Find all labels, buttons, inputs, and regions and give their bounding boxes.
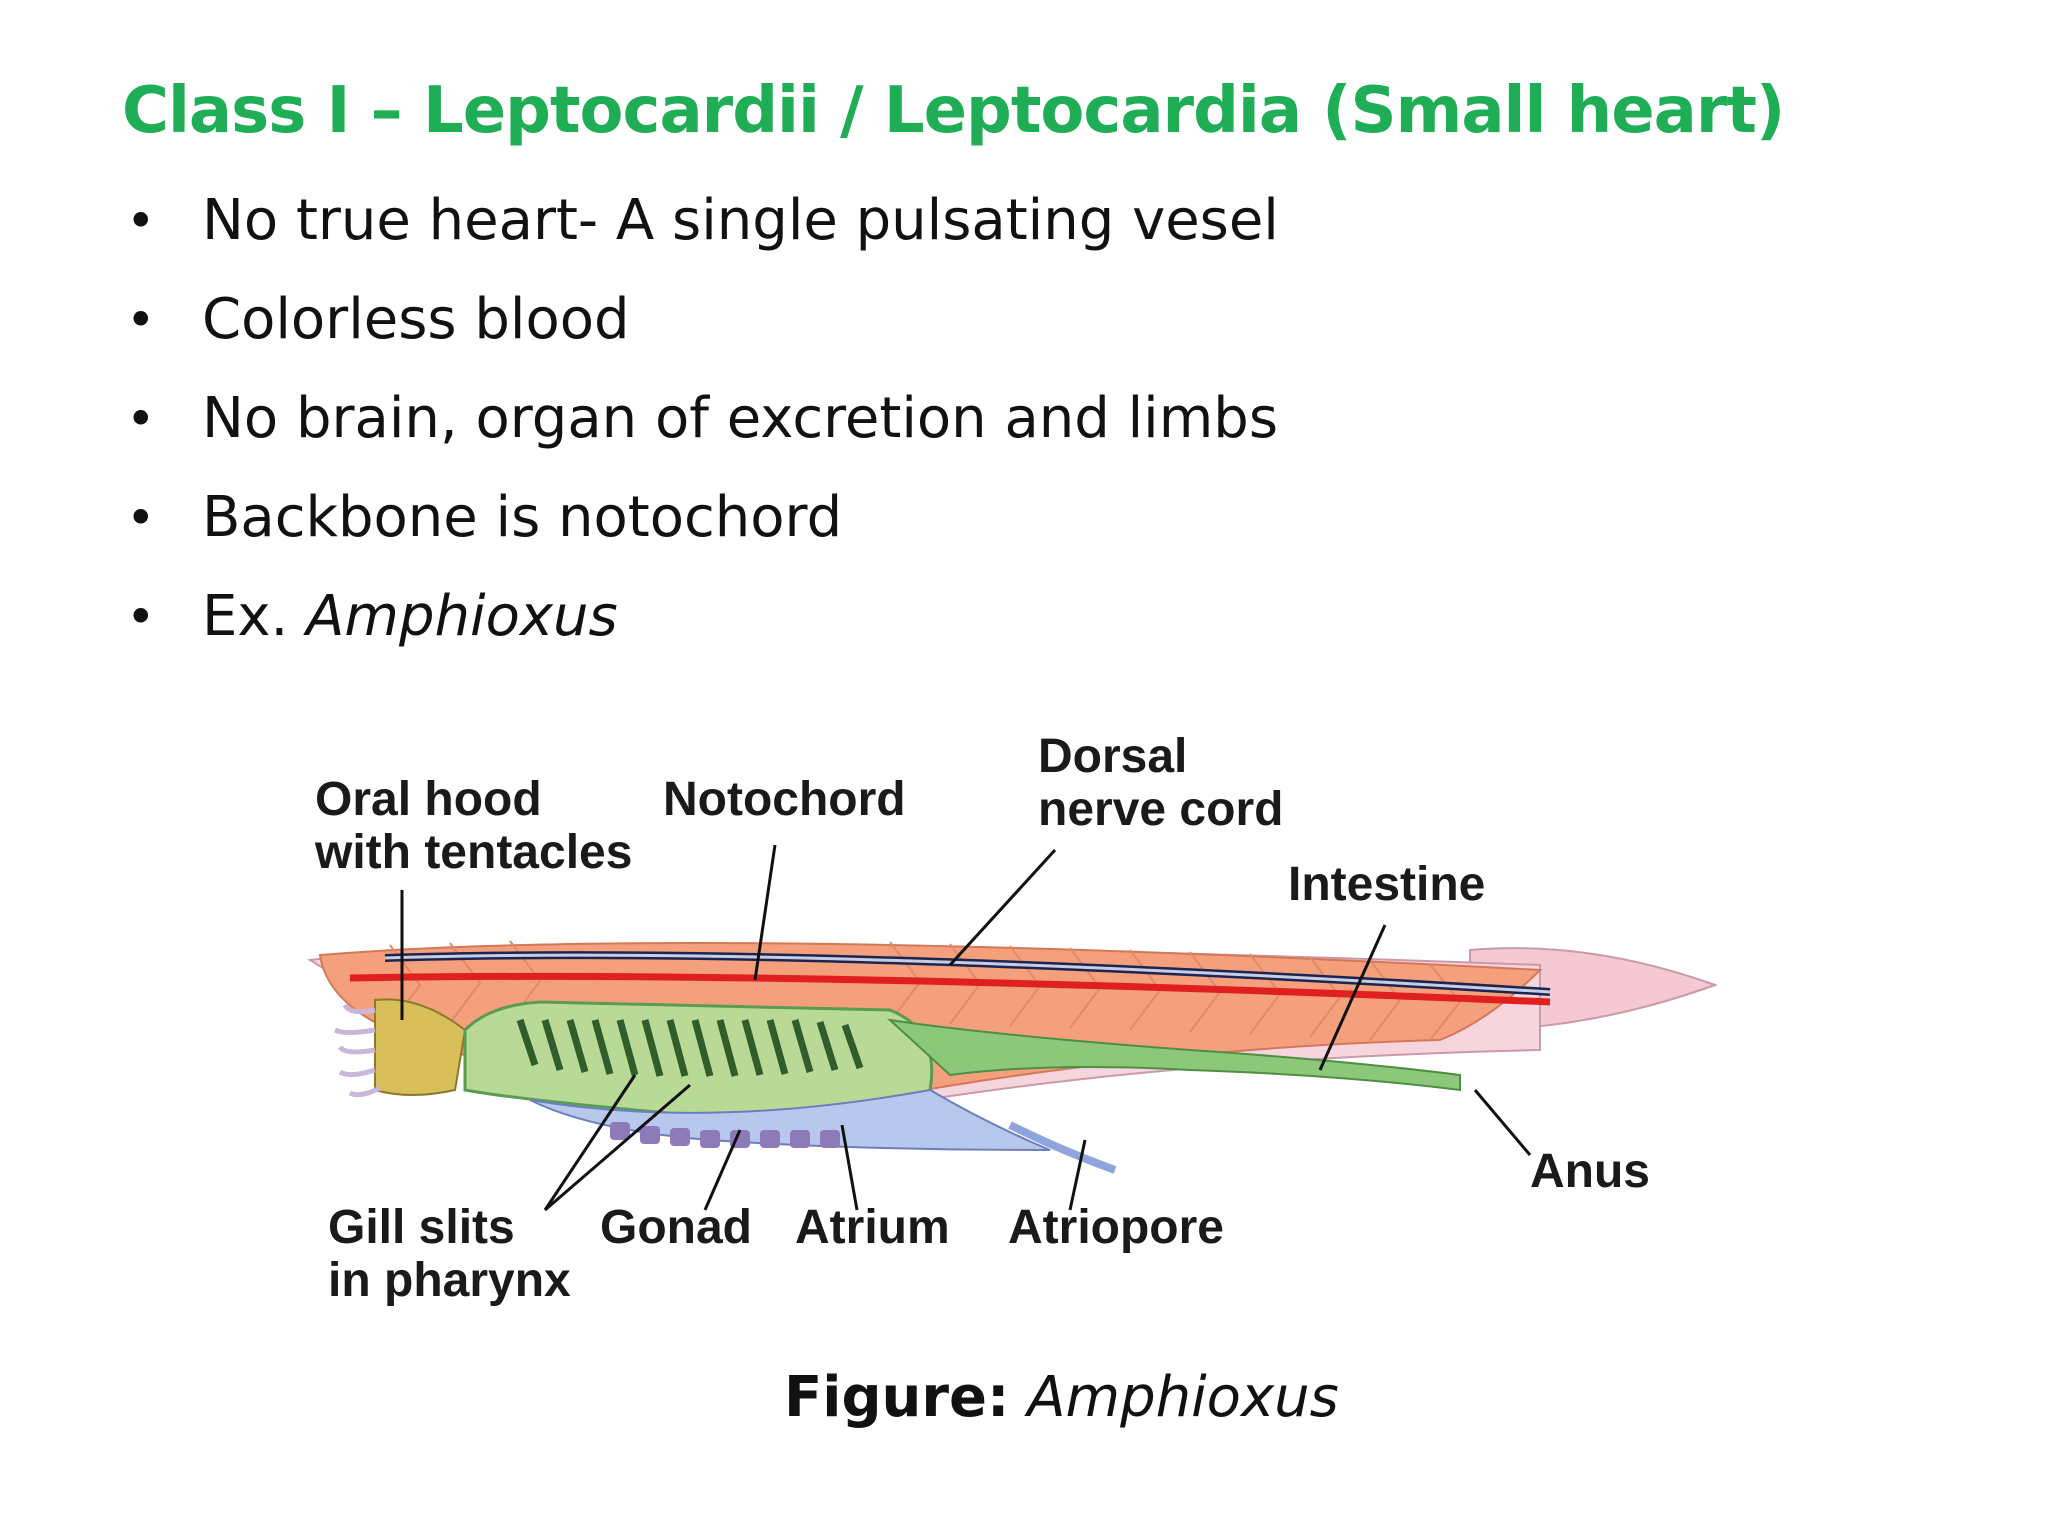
label-notochord: Notochord [663,773,906,826]
gill-slits [516,1018,864,1077]
bullet-item: • Ex. Amphioxus [122,582,1279,681]
bullet-item: • Colorless blood [122,285,1279,384]
intestine [886,1018,1461,1092]
label-anus: Anus [1530,1145,1650,1198]
amphioxus-diagram: Oral hood with tentacles Notochord Dorsa… [306,730,1718,1307]
caption-prefix: Figure: [784,1365,1010,1430]
bullet-text: No brain, organ of excretion and limbs [202,386,1279,451]
bullet-list: • No true heart- A single pulsating vesel… [122,186,1279,681]
bullet-item: • No brain, organ of excretion and limbs [122,384,1279,483]
bullet-dot-icon: • [126,489,156,547]
caption-species: Amphioxus [1027,1365,1339,1430]
bullet-item: • Backbone is notochord [122,483,1279,582]
notochord [349,972,1551,1006]
bullet-dot-icon: • [126,588,156,646]
bullet-text: Ex. [202,584,307,649]
label-gonad: Gonad [600,1201,752,1254]
bullet-text: Colorless blood [202,287,630,352]
label-dorsal-nerve-cord: nerve cord [1038,783,1283,836]
slide-title: Class I – Leptocardii / Leptocardia (Sma… [122,74,1785,148]
bullet-text: Backbone is notochord [202,485,843,550]
label-gill-slits: Gill slits [328,1201,515,1254]
bullet-dot-icon: • [126,390,156,448]
label-oral-hood-tentacles: with tentacles [314,826,632,879]
bullet-dot-icon: • [126,291,156,349]
bullet-example-species: Amphioxus [306,584,618,649]
label-gill-slits-pharynx: in pharynx [328,1254,571,1307]
label-intestine: Intestine [1288,858,1485,911]
oral-hood [374,998,467,1096]
label-atriopore: Atriopore [1008,1201,1224,1254]
oral-tentacles [333,1003,382,1098]
bullet-item: • No true heart- A single pulsating vesel [122,186,1279,285]
atriopore [1008,1121,1117,1174]
leader-lines [400,844,1532,1212]
label-oral-hood: Oral hood [315,773,542,826]
bullet-text: No true heart- A single pulsating vesel [202,188,1279,253]
label-atrium: Atrium [795,1201,950,1254]
bullet-dot-icon: • [126,192,156,250]
atrium [529,1088,1051,1151]
label-dorsal: Dorsal [1038,730,1187,783]
figure-caption: Figure: Amphioxus [784,1365,1339,1430]
